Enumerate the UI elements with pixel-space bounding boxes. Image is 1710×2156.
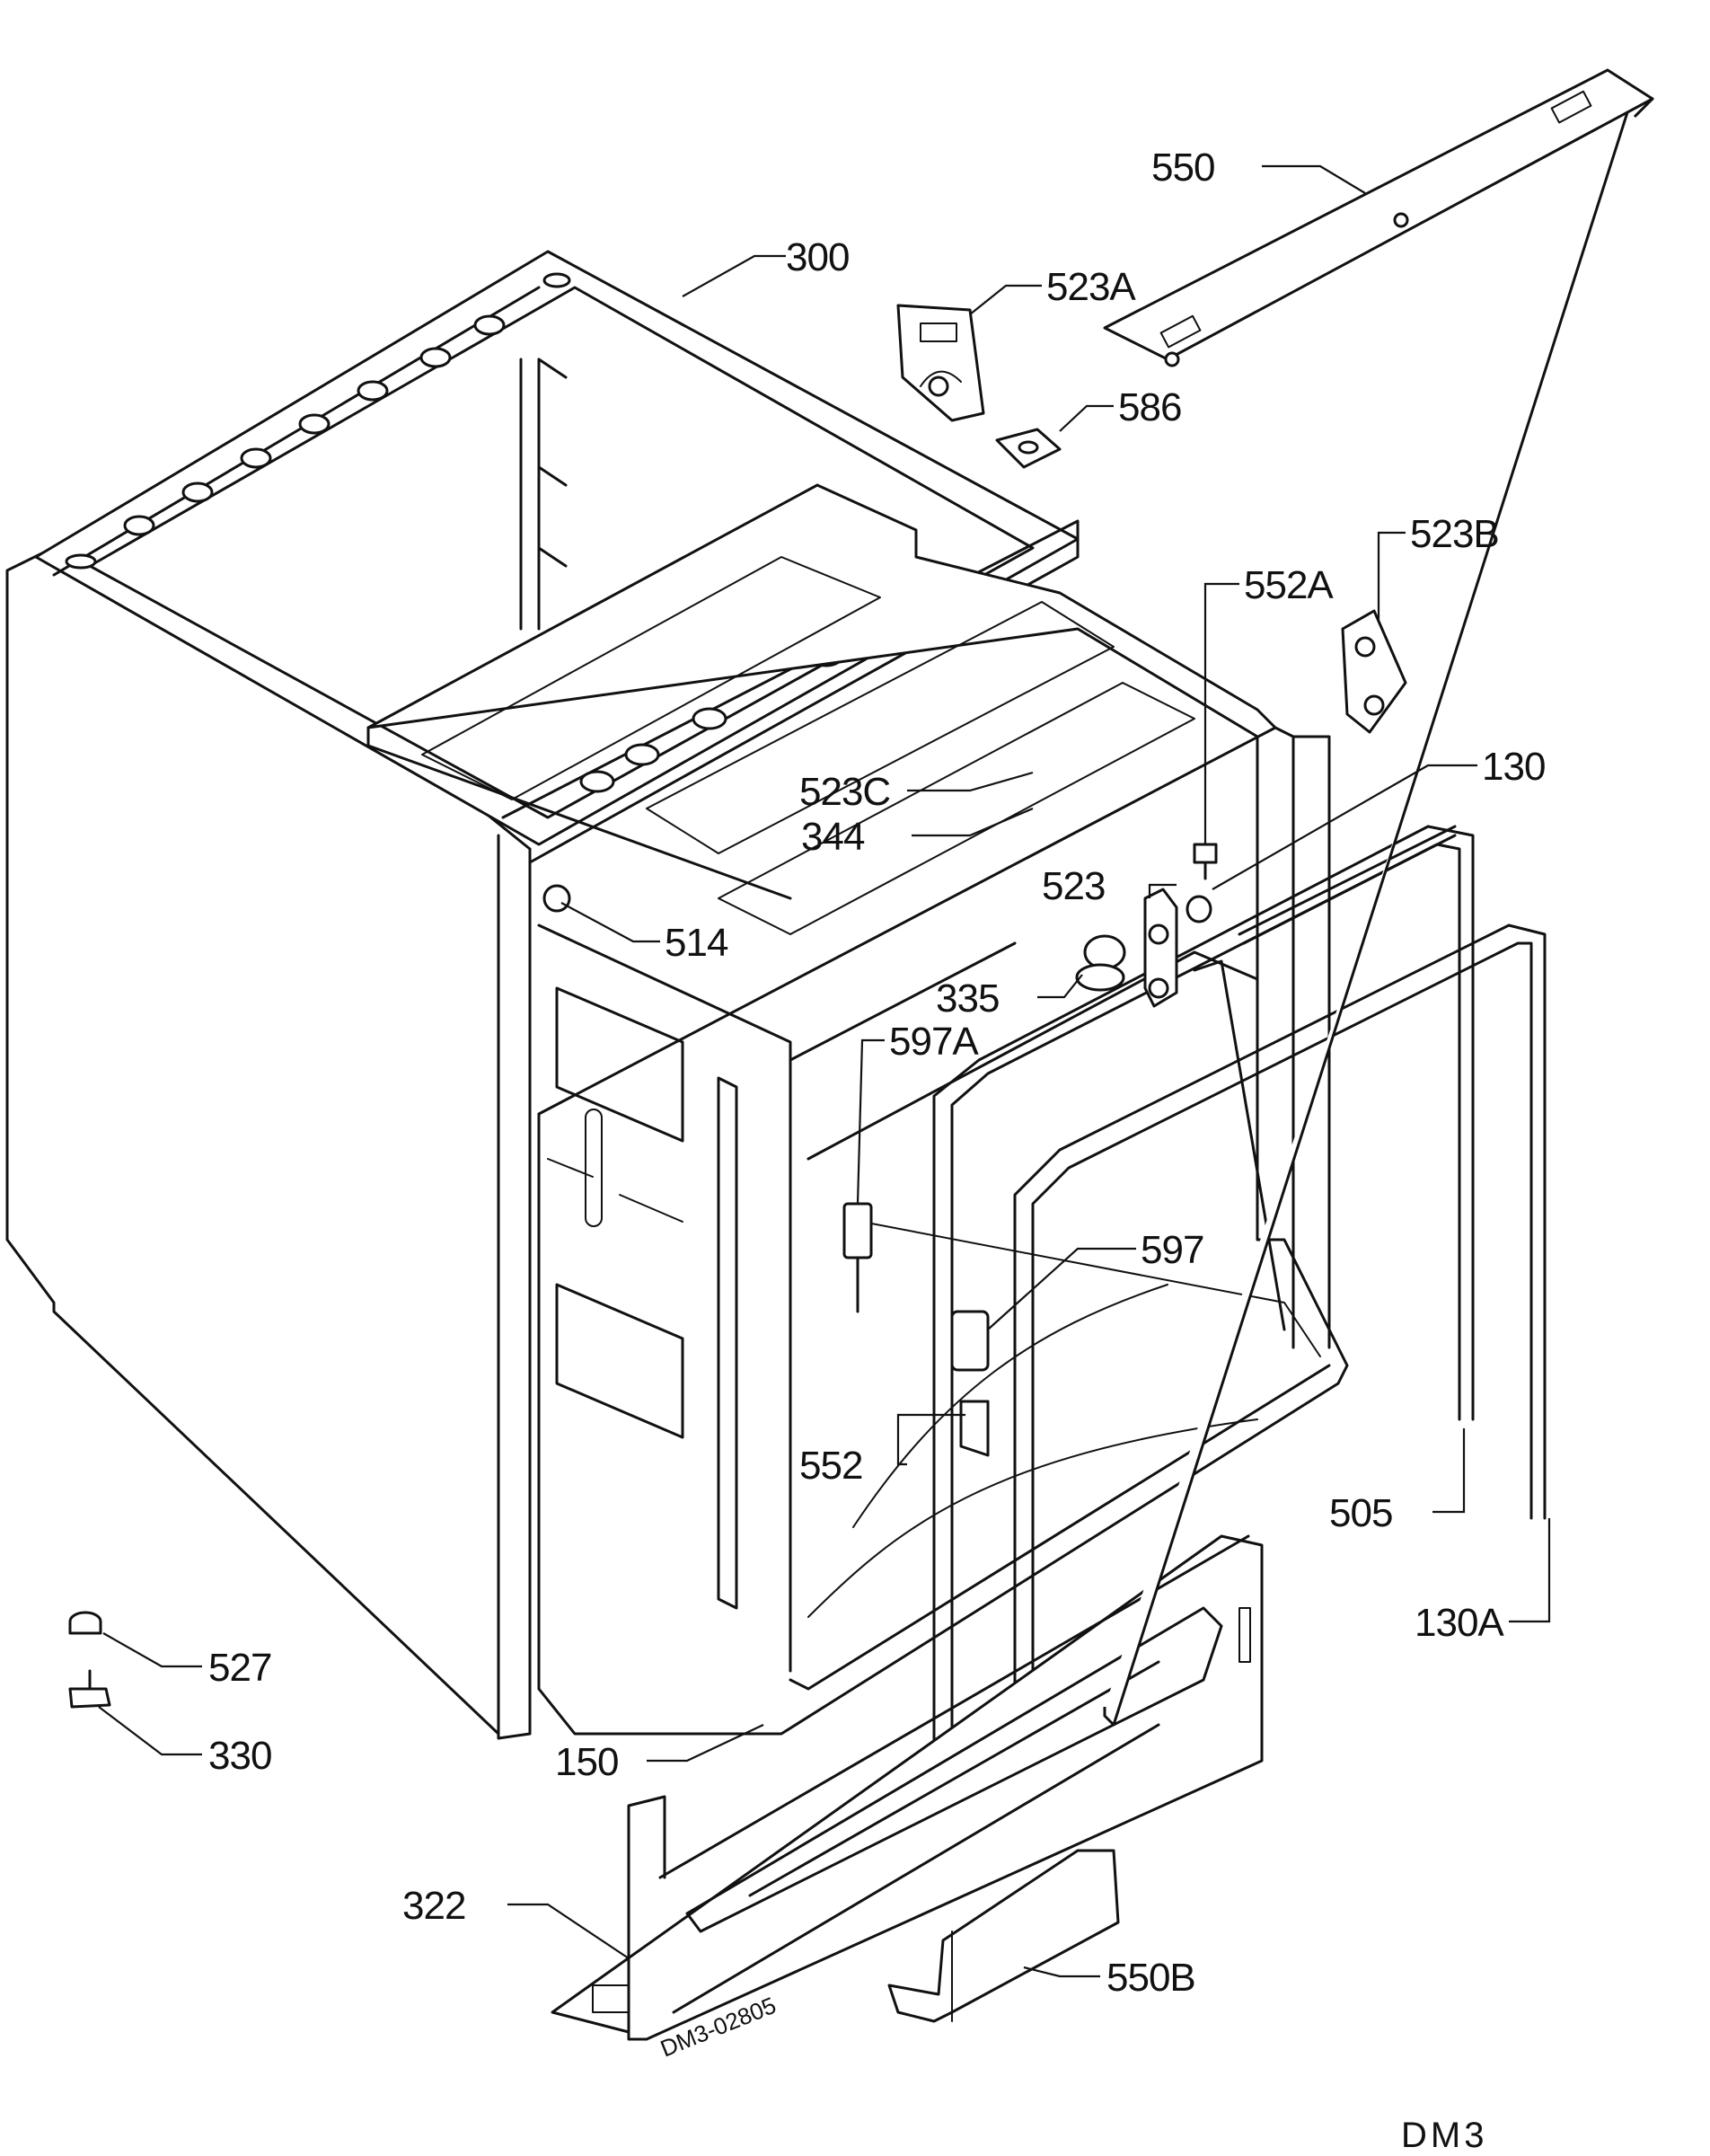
label-527: 527 bbox=[208, 1646, 271, 1690]
label-597: 597 bbox=[1141, 1228, 1203, 1272]
label-586: 586 bbox=[1118, 385, 1181, 429]
label-523C: 523C bbox=[799, 770, 890, 814]
label-523: 523 bbox=[1042, 864, 1105, 908]
label-330: 330 bbox=[208, 1734, 271, 1778]
label-552A: 552A bbox=[1244, 563, 1334, 607]
part-597-latch bbox=[950, 1310, 990, 1372]
drawing-code: DM3 bbox=[1401, 2116, 1487, 2155]
label-150: 150 bbox=[555, 1740, 618, 1784]
part-523A-bracket bbox=[896, 304, 985, 422]
part-550-strip bbox=[1103, 68, 1654, 1727]
label-344: 344 bbox=[801, 815, 865, 859]
inner-tub bbox=[366, 483, 1349, 1736]
label-523B: 523B bbox=[1410, 512, 1499, 556]
label-335: 335 bbox=[936, 976, 999, 1021]
door-seals bbox=[932, 825, 1547, 1789]
label-322: 322 bbox=[402, 1884, 465, 1928]
label-300: 300 bbox=[786, 235, 849, 279]
part-586-clip bbox=[995, 428, 1062, 469]
label-597A: 597A bbox=[889, 1020, 979, 1064]
cabinet-frame bbox=[5, 250, 1080, 1740]
part-552-rail bbox=[959, 1400, 990, 1457]
leader-lines bbox=[98, 164, 1551, 1978]
label-130: 130 bbox=[1482, 745, 1545, 789]
part-labels: 550 300 523A 586 523B 552A 130 523C 344 … bbox=[208, 146, 1546, 2000]
label-552: 552 bbox=[799, 1444, 862, 1488]
part-523-bracket bbox=[1143, 888, 1178, 1008]
label-550: 550 bbox=[1151, 146, 1214, 190]
part-330-foot bbox=[68, 1669, 111, 1709]
part-523B-bracket bbox=[1341, 609, 1407, 734]
part-130-ring bbox=[1186, 895, 1212, 923]
label-130A: 130A bbox=[1415, 1601, 1504, 1645]
label-505: 505 bbox=[1329, 1491, 1392, 1535]
label-514: 514 bbox=[665, 921, 728, 965]
part-550B-bracket bbox=[887, 1849, 1120, 2023]
part-335-plug bbox=[1075, 934, 1126, 992]
rail-holes bbox=[65, 272, 571, 570]
label-523A: 523A bbox=[1046, 265, 1136, 309]
label-550B: 550B bbox=[1106, 1956, 1195, 2000]
part-552A-screw bbox=[1193, 843, 1218, 880]
part-527-nut bbox=[68, 1611, 102, 1635]
